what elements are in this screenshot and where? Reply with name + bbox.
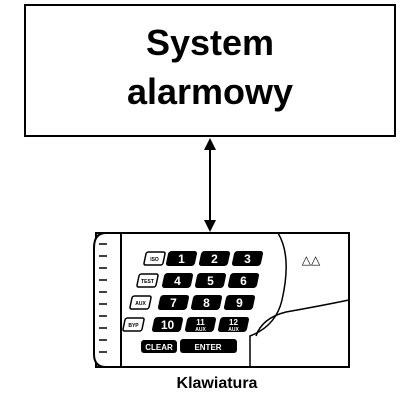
digit-key-cap[interactable]	[184, 317, 217, 332]
digit-key-label: 11	[196, 318, 205, 327]
digit-key-label: 5	[207, 274, 214, 288]
digit-key-cap[interactable]	[157, 295, 190, 310]
digit-key-7[interactable]: 7	[157, 295, 190, 310]
digit-key-label: 7	[170, 296, 177, 310]
function-key-cap[interactable]	[143, 251, 166, 266]
digit-key-label: 8	[203, 296, 210, 310]
function-key-label: AUX	[135, 301, 146, 307]
digit-key-5[interactable]: 5	[194, 273, 227, 288]
digit-key-4[interactable]: 4	[161, 273, 194, 288]
function-key-cap[interactable]	[129, 295, 152, 310]
arrowhead-up-icon	[204, 138, 216, 150]
function-key-label: BYP	[128, 323, 139, 329]
digit-key-cap[interactable]	[161, 273, 194, 288]
function-key-byp[interactable]: BYP	[122, 317, 145, 332]
door-hinge-notches	[99, 243, 107, 353]
digit-key-cap[interactable]	[151, 317, 184, 332]
enter-key-label: ENTER	[194, 343, 221, 352]
digit-key-label: 2	[211, 252, 218, 266]
digit-key-cap[interactable]	[194, 273, 227, 288]
display-panel-outline	[249, 232, 287, 367]
function-key-label: TEST	[141, 279, 154, 285]
function-key-cap[interactable]	[122, 317, 145, 332]
alarm-system-box-frame	[24, 4, 396, 137]
digit-key-label: 9	[236, 296, 243, 310]
digit-key-cap[interactable]	[165, 251, 198, 266]
digit-key-label: 3	[244, 252, 251, 266]
clear-key-label: CLEAR	[145, 343, 173, 352]
alarm-system-title-line1: System	[146, 22, 274, 63]
digit-key-1[interactable]: 1	[165, 251, 198, 266]
display-panel-bevel	[255, 299, 350, 337]
digit-key-cap[interactable]	[231, 251, 264, 266]
digit-key-cap[interactable]	[223, 295, 256, 310]
digit-key-2[interactable]: 2	[198, 251, 231, 266]
function-key-label: ISO	[150, 257, 159, 263]
digit-key-sublabel: AUX	[228, 327, 239, 333]
connection-arrow	[204, 138, 216, 232]
digit-key-sublabel: AUX	[195, 327, 206, 333]
digit-key-cap[interactable]	[227, 273, 260, 288]
digit-key-label: 10	[161, 318, 175, 332]
function-key-cap[interactable]	[136, 273, 159, 288]
alarm-system-box: System alarmowy	[24, 4, 396, 137]
digit-key-label: 12	[229, 318, 238, 327]
arrowhead-down-icon	[204, 220, 216, 232]
enter-key[interactable]: ENTER	[180, 339, 237, 353]
digit-key-label: 6	[240, 274, 247, 288]
enter-key-cap[interactable]	[180, 339, 237, 353]
digit-key-cap[interactable]	[217, 317, 250, 332]
keypad-caption: Klawiatura	[177, 375, 258, 392]
digit-key-label: 4	[174, 274, 181, 288]
function-key-iso[interactable]: ISO	[143, 251, 166, 266]
keypad-door	[93, 232, 120, 368]
digit-key-cap[interactable]	[190, 295, 223, 310]
clear-key[interactable]: CLEAR	[141, 340, 177, 353]
digit-key-6[interactable]: 6	[227, 273, 260, 288]
status-indicator-icons: △△	[302, 253, 321, 267]
function-key-aux[interactable]: AUX	[129, 295, 152, 310]
function-key-test[interactable]: TEST	[136, 273, 159, 288]
clear-key-cap[interactable]	[141, 340, 177, 353]
digit-key-label: 1	[178, 252, 185, 266]
digit-key-cap[interactable]	[198, 251, 231, 266]
digit-key-8[interactable]: 8	[190, 295, 223, 310]
digit-key-10[interactable]: 10	[151, 317, 184, 332]
digit-key-3[interactable]: 3	[231, 251, 264, 266]
digit-key-9[interactable]: 9	[223, 295, 256, 310]
alarm-system-title-line2: alarmowy	[127, 71, 293, 112]
